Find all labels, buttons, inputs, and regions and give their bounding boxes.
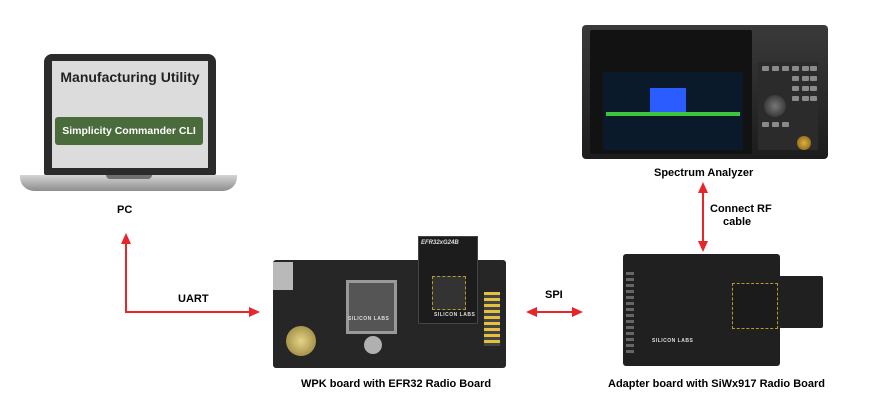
rf-cable-label-line2: cable xyxy=(723,216,752,228)
wpk-pin-headers xyxy=(484,292,500,346)
uart-label: UART xyxy=(178,293,209,305)
wpk-joystick xyxy=(364,336,382,354)
adapter-header xyxy=(626,272,634,356)
rf-input-port xyxy=(797,136,811,150)
spi-arrow xyxy=(526,307,583,317)
laptop-notch xyxy=(106,175,152,179)
pc-label: PC xyxy=(117,204,133,216)
siwx917-module xyxy=(732,283,778,329)
radio-logo-text: SILICON LABS xyxy=(434,312,476,318)
wpk-logo-text: SILICON LABS xyxy=(348,316,390,322)
spi-label: SPI xyxy=(545,289,563,301)
laptop-base xyxy=(20,175,237,191)
adapter-board-label: Adapter board with SiWx917 Radio Board xyxy=(608,378,825,390)
wpk-board-label: WPK board with EFR32 Radio Board xyxy=(301,378,492,390)
adapter-logo-text: SILICON LABS xyxy=(652,338,694,344)
radio-board-label: EFR32xG24B xyxy=(421,240,459,246)
wpk-lcd xyxy=(346,280,397,334)
wpk-usb-connector xyxy=(273,262,293,290)
radio-chip xyxy=(432,276,466,310)
uart-arrow xyxy=(121,233,260,317)
rf-cable-label-line1: Connect RF xyxy=(710,203,772,215)
adapter-extension xyxy=(779,276,823,328)
wpk-battery xyxy=(286,326,316,356)
analyzer-trace xyxy=(650,88,686,114)
manufacturing-utility-title: Manufacturing Utility xyxy=(60,69,200,85)
laptop-screen xyxy=(52,61,208,168)
rf-cable-arrow xyxy=(698,182,708,252)
analyzer-band xyxy=(606,112,740,116)
spectrum-analyzer-label: Spectrum Analyzer xyxy=(654,167,754,179)
simplicity-commander-cli-box: Simplicity Commander CLI xyxy=(55,117,203,145)
analyzer-knob xyxy=(764,95,786,117)
